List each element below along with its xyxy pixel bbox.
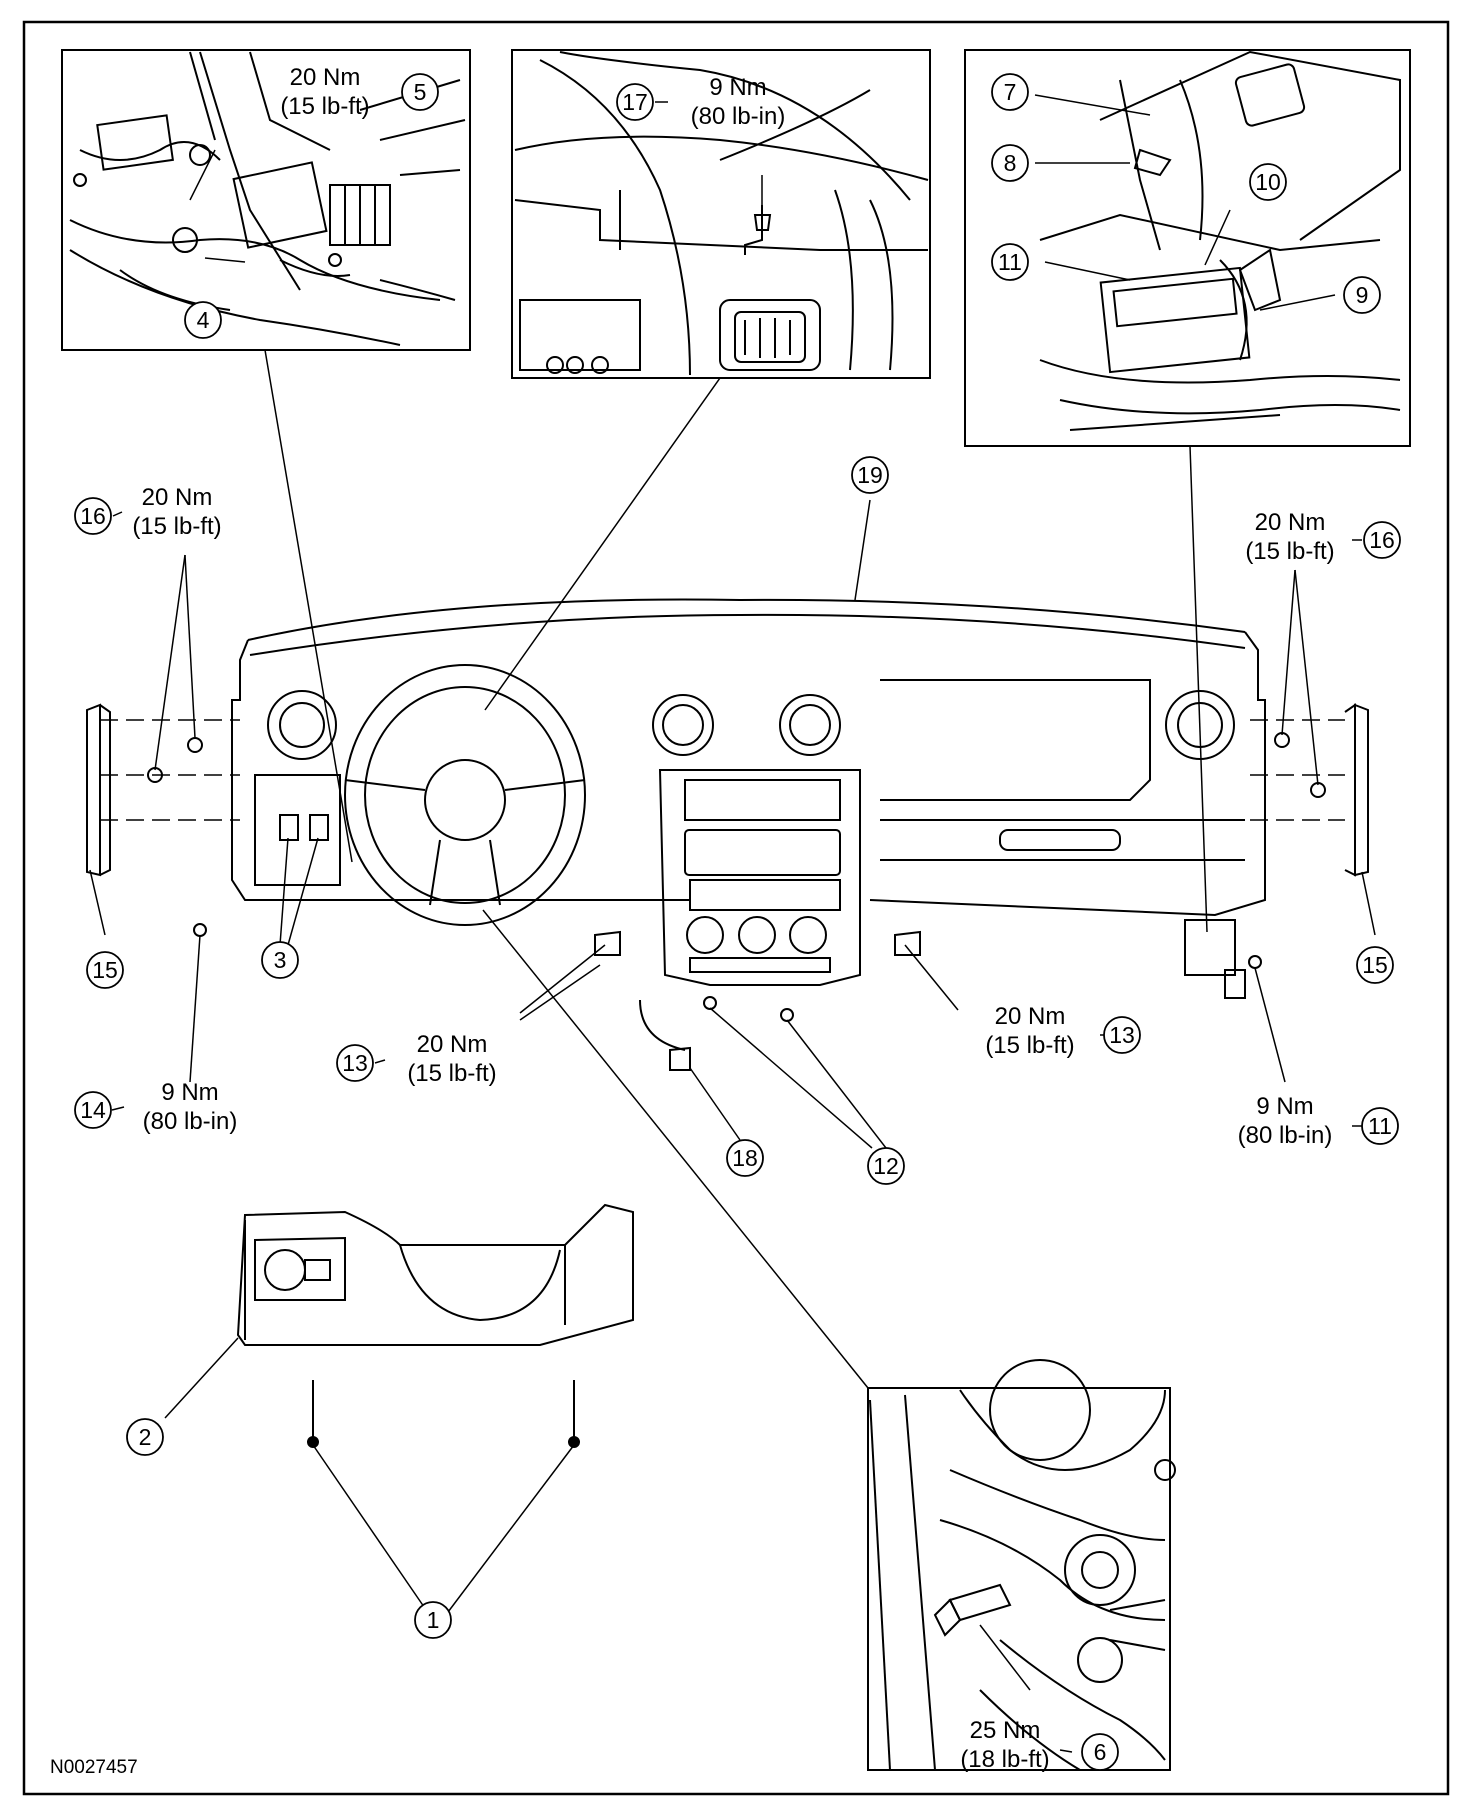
inset-linework xyxy=(869,1359,1176,1771)
inset-glovebox-bracket xyxy=(964,49,1411,447)
torque-14-imp: (80 lb-in) xyxy=(143,1108,238,1135)
torque-16-right-imp: (15 lb-ft) xyxy=(1245,538,1334,565)
callout-12: 12 xyxy=(873,1153,899,1179)
callout-1: 1 xyxy=(427,1607,440,1633)
inset-linework xyxy=(1039,50,1401,431)
callout-18: 18 xyxy=(732,1145,758,1171)
screws xyxy=(307,1380,580,1448)
torque-5-imp: (15 lb-ft) xyxy=(280,93,369,120)
callout-10: 10 xyxy=(1255,169,1281,195)
torque-16-left-imp: (15 lb-ft) xyxy=(132,513,221,540)
callout-15-left: 15 xyxy=(92,957,118,983)
callout-15-right: 15 xyxy=(1362,952,1388,978)
callout-11-inset: 11 xyxy=(998,249,1022,275)
leader-lines xyxy=(89,101,1376,1753)
inset-linework xyxy=(514,51,929,376)
callout-16-right: 16 xyxy=(1369,527,1395,553)
torque-6-imp: (18 lb-ft) xyxy=(960,1746,1049,1773)
callout-11-lower: 11 xyxy=(1368,1113,1392,1139)
torque-5-nm: 20 Nm xyxy=(290,64,361,91)
torque-13-right-imp: (15 lb-ft) xyxy=(985,1032,1074,1059)
torque-13-left-nm: 20 Nm xyxy=(417,1031,488,1058)
callout-8: 8 xyxy=(1004,150,1017,176)
callout-4: 4 xyxy=(197,307,210,333)
callout-circles xyxy=(74,73,1401,1771)
torque-17-imp: (80 lb-in) xyxy=(691,103,786,130)
torque-6-nm: 25 Nm xyxy=(970,1717,1041,1744)
torque-11-imp: (80 lb-in) xyxy=(1238,1122,1333,1149)
instrument-panel xyxy=(86,598,1369,1071)
dashed-guides xyxy=(100,719,1345,821)
inset-steering-column-bolt xyxy=(867,1359,1176,1771)
inset-steering-column-connector xyxy=(61,49,471,351)
callout-13-left: 13 xyxy=(342,1050,368,1076)
callout-14: 14 xyxy=(80,1097,106,1123)
callout-6: 6 xyxy=(1094,1739,1107,1765)
steering-column-cover xyxy=(236,1203,634,1346)
torque-11-nm: 9 Nm xyxy=(1256,1093,1313,1120)
callout-labels: 1 2 3 4 5 6 7 8 9 10 11 11 12 13 13 14 1… xyxy=(80,79,1395,1765)
torque-13-left-imp: (15 lb-ft) xyxy=(407,1060,496,1087)
drawing-code: N0027457 xyxy=(50,1757,138,1778)
callout-9: 9 xyxy=(1356,282,1369,308)
callout-2: 2 xyxy=(139,1424,152,1450)
torque-13-right-nm: 20 Nm xyxy=(995,1003,1066,1030)
callout-17: 17 xyxy=(622,89,648,115)
callout-16-left: 16 xyxy=(80,503,106,529)
torque-16-left-nm: 20 Nm xyxy=(142,484,213,511)
torque-16-right-nm: 20 Nm xyxy=(1255,509,1326,536)
callout-5: 5 xyxy=(414,79,427,105)
callout-13-right: 13 xyxy=(1109,1022,1135,1048)
inset-cluster-bolt xyxy=(511,49,931,379)
outer-frame xyxy=(22,20,1450,1796)
callout-7: 7 xyxy=(1004,79,1017,105)
callout-19: 19 xyxy=(857,462,883,488)
inset-linework xyxy=(69,51,466,346)
torque-17-nm: 9 Nm xyxy=(709,74,766,101)
torque-14-nm: 9 Nm xyxy=(161,1079,218,1106)
torque-labels: 20 Nm (15 lb-ft) 9 Nm (80 lb-in) 20 Nm (… xyxy=(132,64,1334,1773)
callout-3: 3 xyxy=(274,947,287,973)
